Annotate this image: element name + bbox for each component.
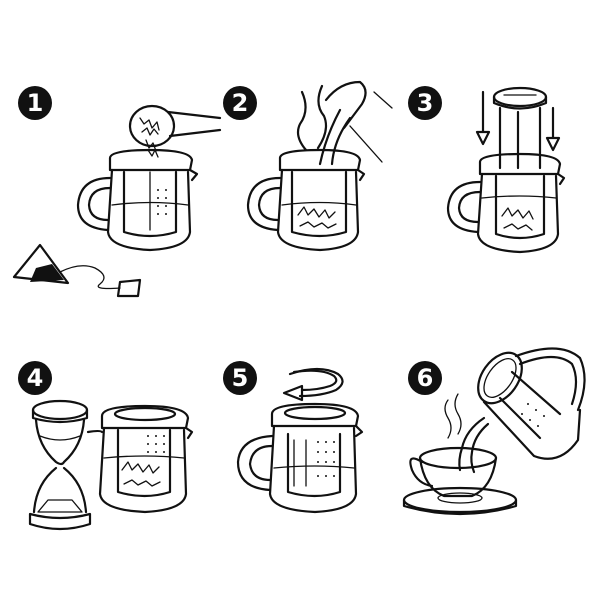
scoop-icon: [128, 104, 222, 158]
step-1-illustration: [12, 104, 222, 298]
tea-bag-icon: [12, 243, 142, 298]
step-3-badge: 3: [408, 86, 442, 120]
step-6-illustration: [402, 347, 586, 516]
steam-icon: [444, 393, 490, 474]
step-4-illustration: [28, 399, 194, 531]
step-1-badge: 1: [18, 86, 52, 120]
teapot-icon: [446, 152, 566, 254]
step-2-illustration: [246, 80, 393, 252]
teapot-icon: [477, 347, 586, 460]
plunger-lid-icon: [492, 86, 548, 170]
saucer-icon: [402, 486, 518, 516]
down-arrow-icon: [475, 90, 561, 152]
step-4-badge: 4: [18, 361, 52, 395]
hourglass-icon: [28, 399, 92, 531]
step-3-illustration: [446, 86, 566, 254]
teapot-icon: [236, 402, 364, 514]
teapot-icon: [246, 148, 366, 252]
teapot-icon: [86, 404, 194, 514]
step-6-badge: 6: [408, 361, 442, 395]
steam-icon: [296, 84, 352, 166]
cup-icon: [409, 446, 498, 498]
step-5-illustration: [236, 367, 364, 514]
step-5-badge: 5: [223, 361, 257, 395]
kettle-spout-icon: [324, 80, 393, 163]
step-2-badge: 2: [223, 86, 257, 120]
teapot-icon: [76, 148, 199, 252]
rotate-arrow-icon: [282, 367, 344, 402]
